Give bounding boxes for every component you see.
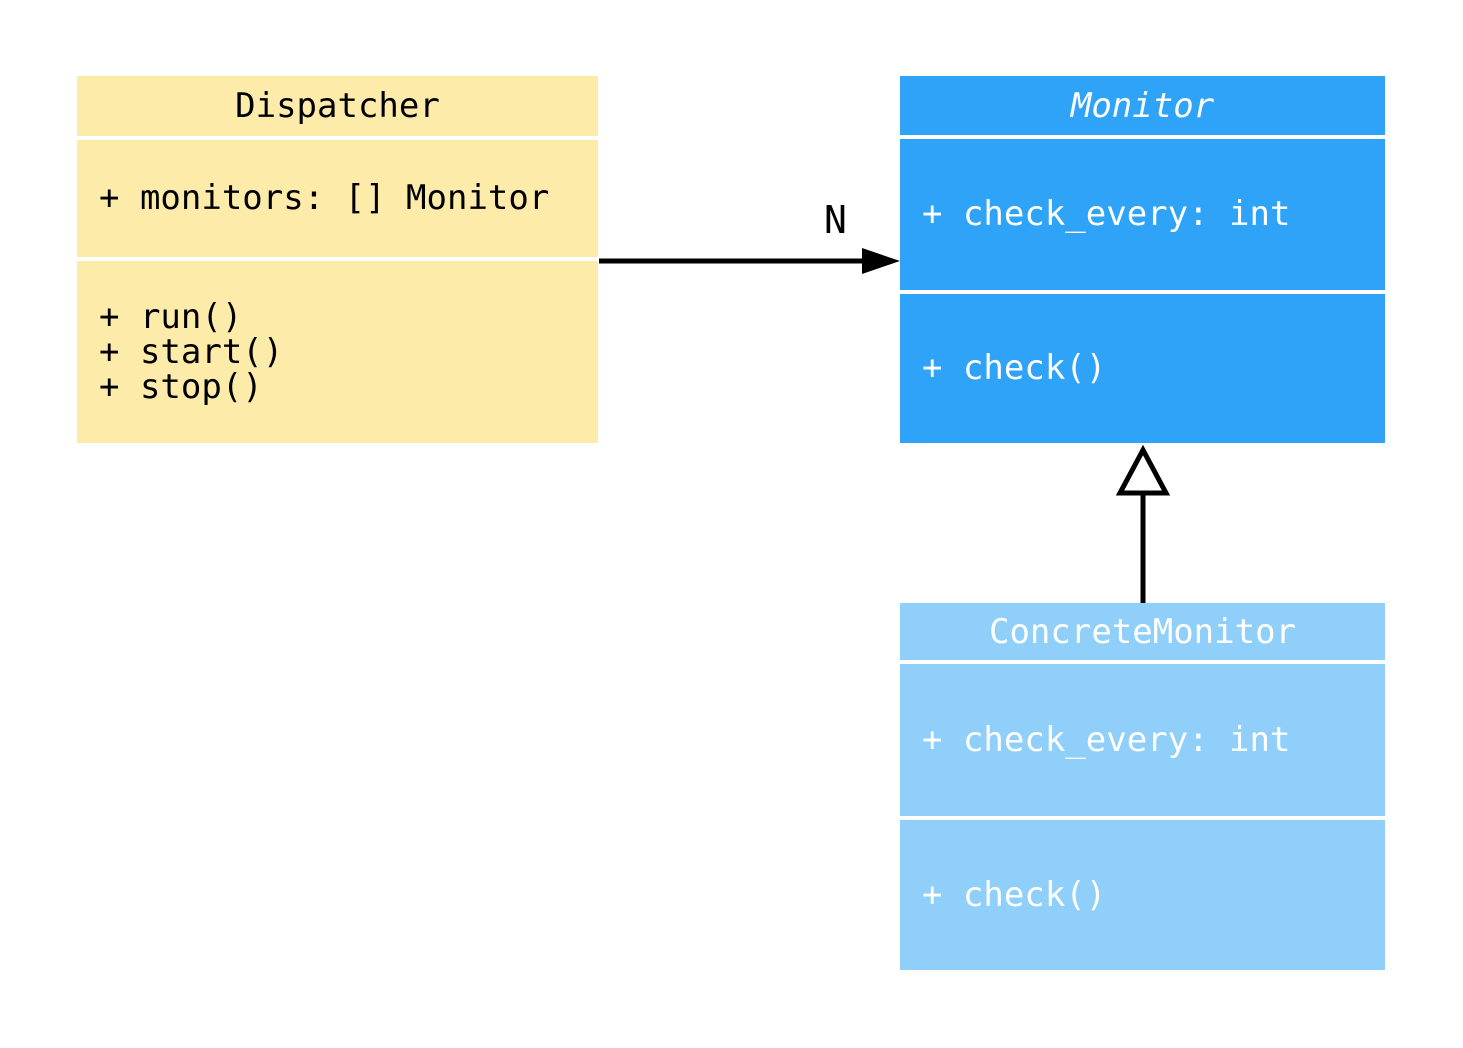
association-arrowhead-icon (862, 248, 900, 274)
method-line: + stop() (99, 366, 263, 407)
method-line: + run() (99, 296, 243, 337)
method-line: + check() (922, 348, 1107, 388)
methods-compartment-monitor: + check() (900, 294, 1385, 443)
attribute-line: + check_every: int (922, 194, 1291, 234)
class-box-dispatcher[interactable]: Dispatcher + monitors: [] Monitor + run(… (77, 76, 598, 443)
methods-compartment-concrete-monitor: + check() (900, 820, 1385, 970)
inheritance-arrow (1115, 444, 1171, 603)
method-line: + check() (922, 874, 1107, 915)
class-title-monitor: Monitor (900, 76, 1385, 135)
class-box-concrete-monitor[interactable]: ConcreteMonitor + check_every: int + che… (900, 603, 1385, 970)
class-title-concrete-monitor: ConcreteMonitor (900, 603, 1385, 660)
attributes-compartment-concrete-monitor: + check_every: int (900, 664, 1385, 816)
method-line: + start() (99, 331, 284, 372)
methods-compartment-dispatcher: + run() + start() + stop() (77, 261, 598, 443)
association-arrow (599, 248, 900, 274)
attribute-line: + check_every: int (922, 719, 1291, 760)
attributes-compartment-monitor: + check_every: int (900, 139, 1385, 290)
inheritance-triangle-icon (1115, 444, 1171, 496)
class-box-monitor[interactable]: Monitor + check_every: int + check() (900, 76, 1385, 443)
attributes-compartment-dispatcher: + monitors: [] Monitor (77, 140, 598, 257)
class-title-dispatcher: Dispatcher (77, 76, 598, 136)
association-multiplicity-label: N (824, 198, 847, 242)
attribute-line: + monitors: [] Monitor (99, 178, 550, 218)
